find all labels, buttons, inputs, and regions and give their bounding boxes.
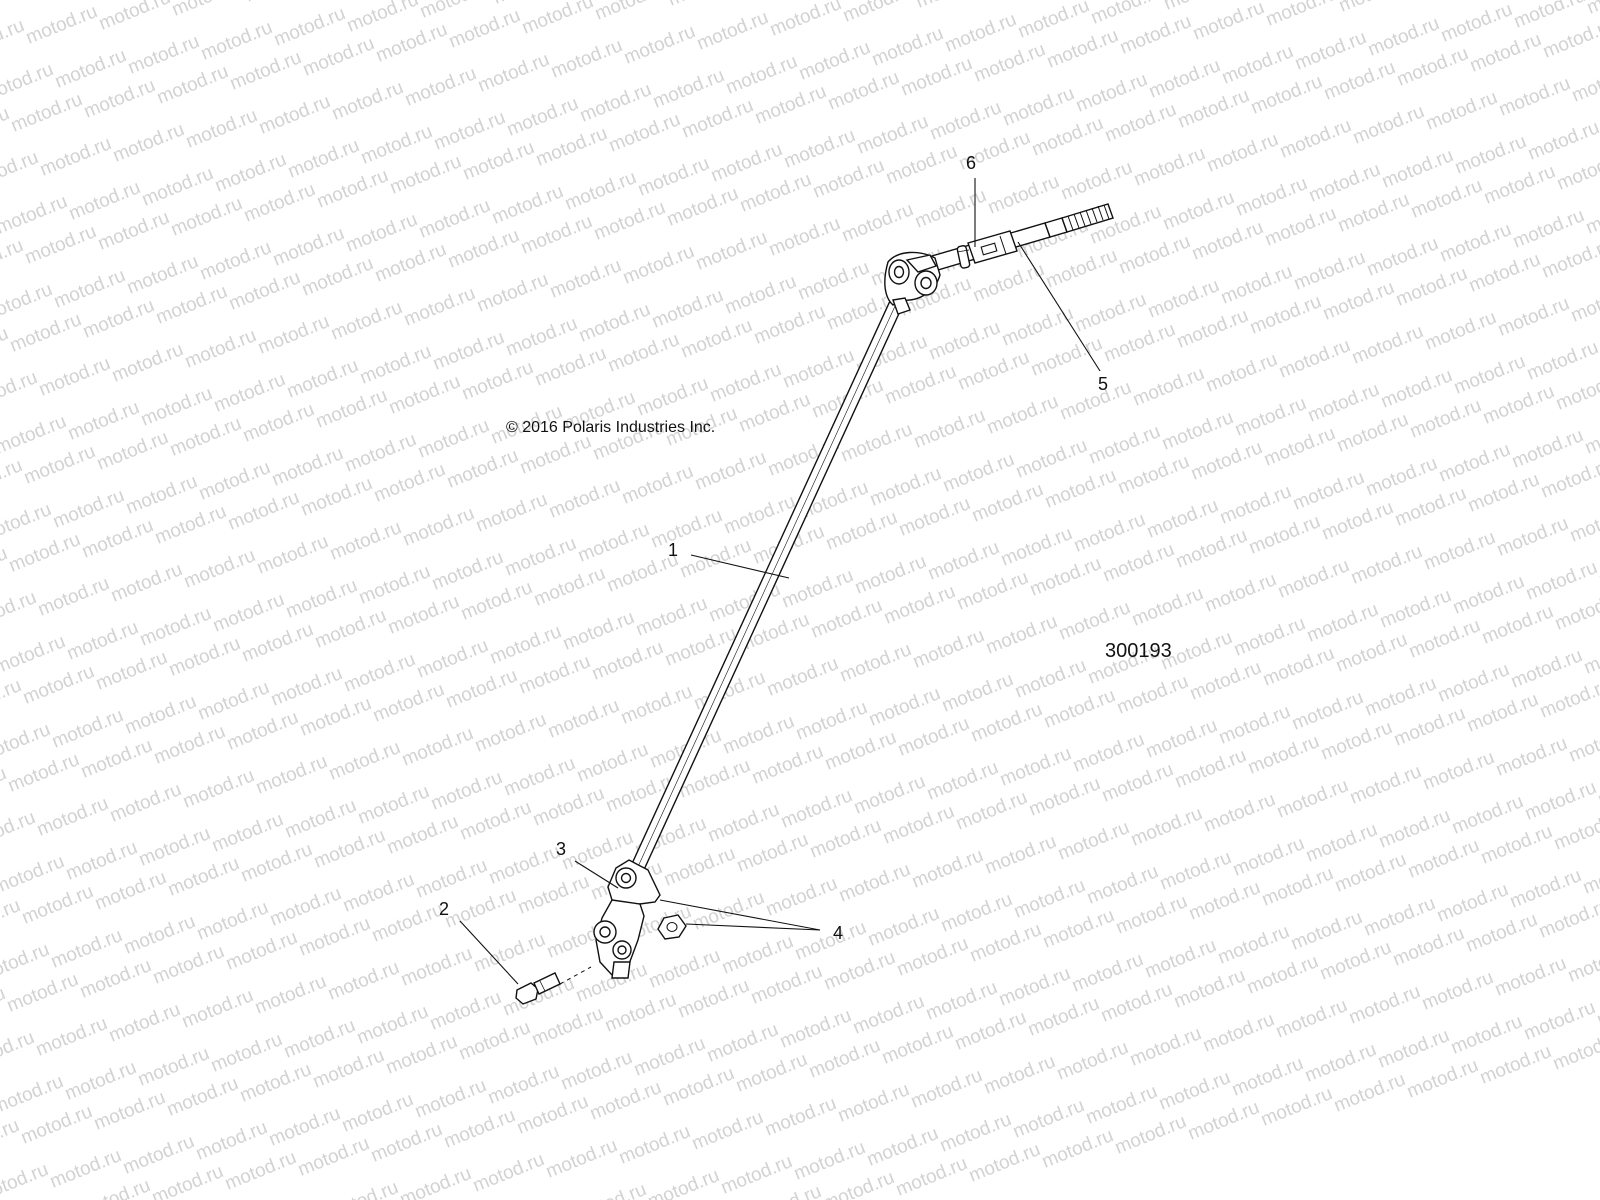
leader-4b bbox=[685, 923, 821, 931]
copyright-notice: © 2016 Polaris Industries Inc. bbox=[506, 419, 715, 436]
leader-5 bbox=[1017, 241, 1101, 372]
upper-shaft bbox=[924, 203, 1114, 273]
callout-5: 5 bbox=[1098, 374, 1108, 394]
spline-end bbox=[1061, 203, 1114, 233]
leader-1 bbox=[690, 554, 790, 579]
roll-pin bbox=[956, 245, 971, 269]
figure-number: 300193 bbox=[1105, 640, 1172, 662]
nut bbox=[657, 914, 687, 940]
callout-2: 2 bbox=[439, 899, 449, 919]
leader-lines bbox=[459, 178, 1101, 985]
leader-4a bbox=[659, 899, 821, 931]
leader-2 bbox=[459, 920, 519, 985]
upper-universal-joint bbox=[884, 251, 941, 315]
leader-3 bbox=[574, 860, 619, 889]
callout-6: 6 bbox=[966, 153, 976, 173]
callout-1: 1 bbox=[668, 540, 678, 560]
bolt bbox=[515, 966, 592, 1005]
steering-shaft bbox=[629, 276, 914, 875]
lower-universal-joint bbox=[593, 859, 661, 979]
shaft-collar bbox=[967, 230, 1018, 264]
callout-labels: 1 2 3 4 5 6 bbox=[439, 153, 1108, 943]
callout-4: 4 bbox=[833, 923, 843, 943]
callout-3: 3 bbox=[556, 839, 566, 859]
